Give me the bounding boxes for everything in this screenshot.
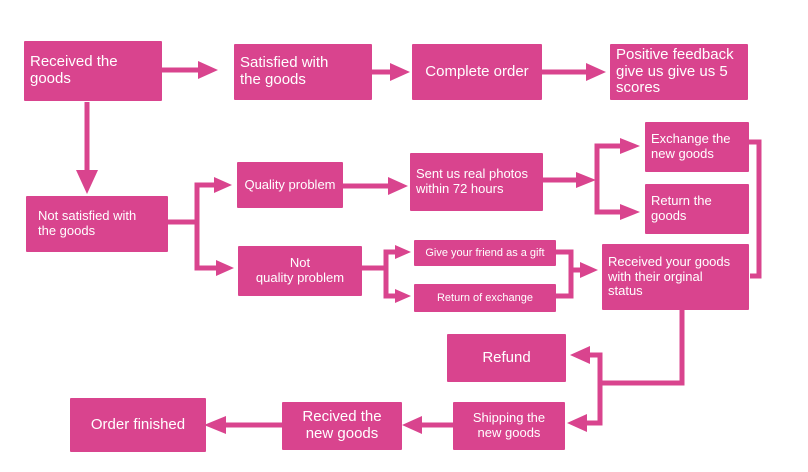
arrow-not-quality-to-return-exchange: [383, 268, 397, 299]
arrow-not-satisfied-to-not-quality: [194, 222, 218, 271]
node-not-quality-problem: Not quality problem: [238, 246, 362, 296]
arrow-received-to-shipping: [585, 383, 603, 426]
node-return-goods: Return the goods: [645, 184, 749, 234]
node-satisfied: Satisfied with the goods: [234, 44, 372, 100]
node-recived-new: Recived the new goods: [282, 402, 402, 450]
node-exchange-new: Exchange the new goods: [645, 122, 749, 172]
arrow-received-to-refund: [588, 310, 685, 386]
connector-exchange-to-received: [748, 139, 762, 279]
node-shipping-new: Shipping the new goods: [453, 402, 565, 450]
arrow-gift-to-received: [555, 249, 582, 273]
node-positive-feedback: Positive feedback give us give us 5 scor…: [610, 44, 748, 100]
node-return-exchange: Return of exchange: [414, 284, 556, 312]
node-received-original: Received your goods with their orginal s…: [602, 244, 749, 310]
node-gift-friend: Give your friend as a gift: [414, 240, 556, 266]
node-sent-photos: Sent us real photos within 72 hours: [410, 153, 543, 211]
arrow-to-exchange: [594, 143, 622, 180]
arrow-not-satisfied-to-quality: [168, 182, 216, 225]
node-complete-order: Complete order: [412, 44, 542, 100]
arrow-not-quality-to-gift: [362, 249, 397, 271]
node-refund: Refund: [447, 334, 566, 382]
node-quality-problem: Quality problem: [237, 162, 343, 208]
node-order-finished: Order finished: [70, 398, 206, 452]
connector-return-exchange: [555, 270, 574, 299]
node-received-goods: Received the goods: [24, 41, 162, 101]
node-not-satisfied: Not satisfied with the goods: [26, 196, 168, 252]
arrow-to-return: [594, 180, 622, 215]
